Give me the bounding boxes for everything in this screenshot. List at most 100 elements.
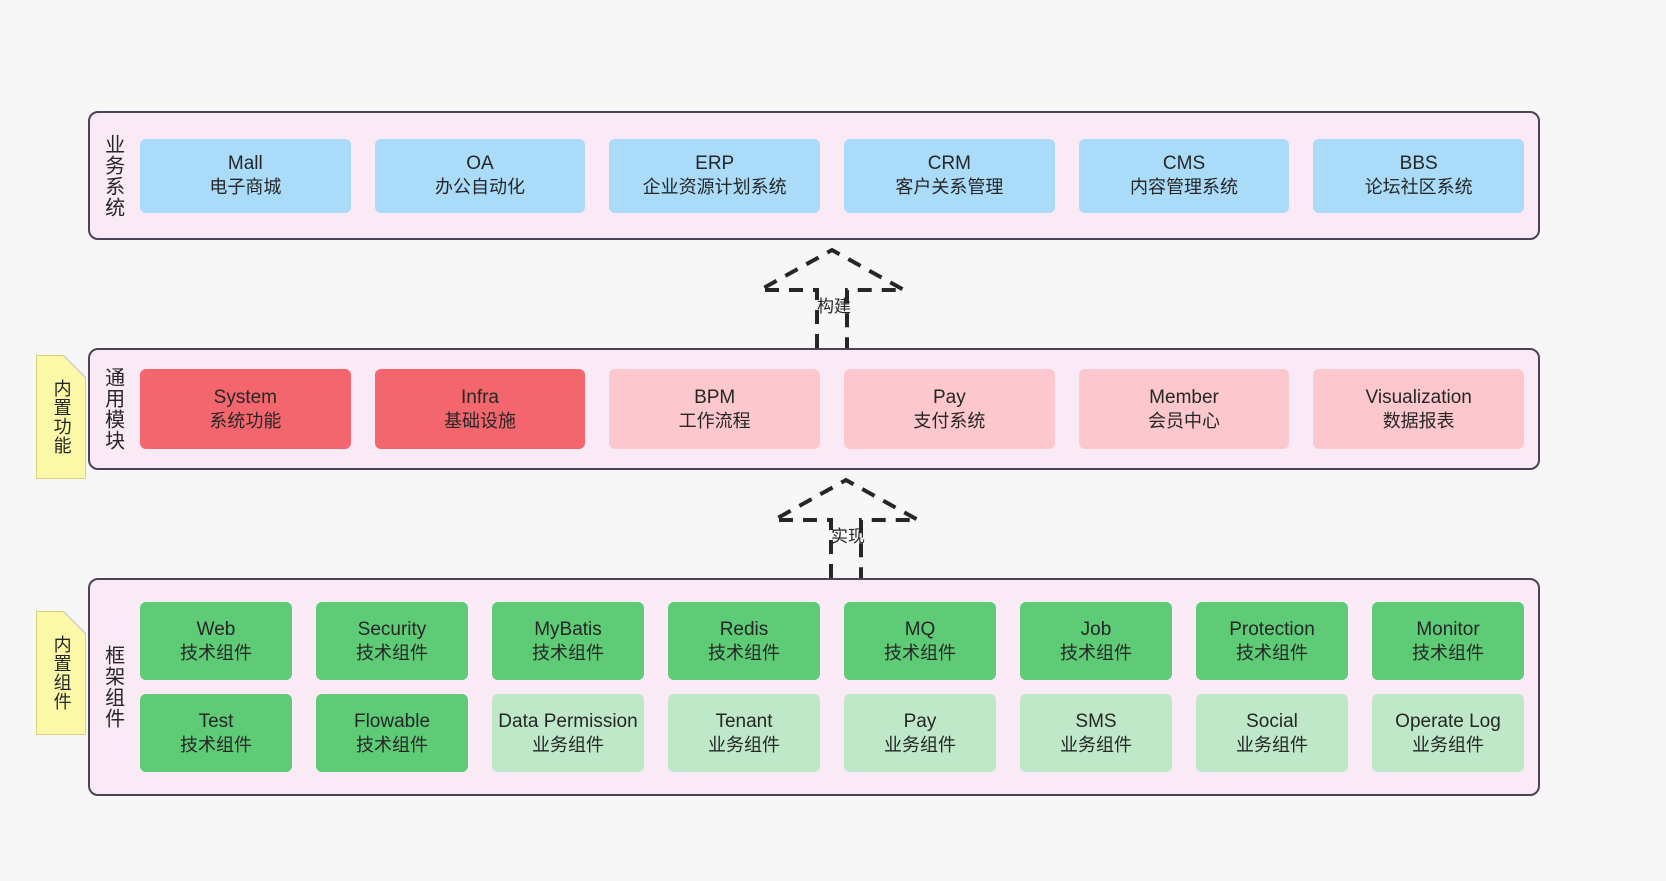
card-protection[interactable]: Protection 技术组件	[1196, 602, 1348, 680]
layer-common-modules: 通用模块 System 系统功能 Infra 基础设施 BPM 工作流程 Pay…	[88, 348, 1540, 470]
card-title-cn: 论坛社区系统	[1364, 177, 1473, 198]
card-pay-business[interactable]: Pay 业务组件	[844, 694, 996, 772]
card-title-cn: 客户关系管理	[895, 177, 1004, 198]
card-bbs[interactable]: BBS 论坛社区系统	[1313, 138, 1525, 213]
card-title-cn: 技术组件	[532, 642, 604, 663]
note-label: 内置功能	[51, 379, 72, 455]
connector-implement-arrow	[766, 477, 926, 578]
card-erp[interactable]: ERP 企业资源计划系统	[609, 138, 821, 213]
card-mybatis[interactable]: MyBatis 技术组件	[492, 602, 644, 680]
card-title-cn: 技术组件	[708, 642, 780, 663]
card-web[interactable]: Web 技术组件	[140, 602, 292, 680]
card-title-cn: 内容管理系统	[1130, 177, 1239, 198]
note-fold-icon	[63, 612, 85, 634]
card-row: Web 技术组件 Security 技术组件 MyBatis 技术组件 Redi…	[140, 602, 1524, 680]
card-title-cn: 业务组件	[1236, 734, 1308, 755]
card-title-en: Data Permission	[498, 710, 638, 732]
card-title-cn: 系统功能	[209, 410, 282, 431]
card-title-en: CRM	[927, 153, 971, 175]
card-title-cn: 企业资源计划系统	[642, 177, 787, 198]
card-title-en: CMS	[1162, 153, 1206, 175]
card-sms[interactable]: SMS 业务组件	[1020, 694, 1172, 772]
note-fold-icon	[63, 356, 85, 378]
card-title-en: BBS	[1399, 153, 1438, 175]
card-title-cn: 数据报表	[1382, 410, 1455, 431]
card-title-en: MQ	[904, 618, 936, 640]
layer-framework-components: 框架组件 Web 技术组件 Security 技术组件 MyBatis 技术组件…	[88, 578, 1540, 796]
connector-build-arrow	[752, 247, 912, 348]
card-oa[interactable]: OA 办公自动化	[374, 138, 586, 213]
card-title-cn: 支付系统	[913, 410, 986, 431]
card-member[interactable]: Member 会员中心	[1078, 369, 1290, 449]
connector-implement-label: 实现	[831, 527, 865, 546]
card-title-en: Monitor	[1416, 618, 1480, 640]
card-title-en: Redis	[719, 618, 769, 640]
card-title-en: Member	[1149, 386, 1219, 408]
card-title-en: Tenant	[715, 710, 773, 732]
card-title-en: Visualization	[1365, 386, 1472, 408]
note-builtin-function: 内置功能	[36, 355, 86, 479]
card-title-en: Infra	[460, 386, 500, 408]
card-title-cn: 业务组件	[884, 734, 956, 755]
card-job[interactable]: Job 技术组件	[1020, 602, 1172, 680]
card-title-cn: 办公自动化	[435, 177, 525, 198]
card-title-cn: 技术组件	[884, 642, 956, 663]
card-infra[interactable]: Infra 基础设施	[374, 369, 586, 449]
card-title-en: BPM	[694, 386, 736, 408]
card-title-cn: 业务组件	[532, 734, 604, 755]
card-title-cn: 业务组件	[708, 734, 780, 755]
card-mall[interactable]: Mall 电子商城	[140, 138, 351, 213]
card-title-cn: 技术组件	[356, 642, 428, 663]
card-title-cn: 技术组件	[1412, 642, 1484, 663]
layer-framework-components-title: 框架组件	[101, 645, 124, 729]
card-title-cn: 基础设施	[444, 410, 516, 431]
card-monitor[interactable]: Monitor 技术组件	[1372, 602, 1524, 680]
card-title-cn: 电子商城	[209, 177, 282, 198]
card-title-en: Protection	[1229, 618, 1315, 640]
card-title-cn: 工作流程	[678, 410, 751, 431]
card-social[interactable]: Social 业务组件	[1196, 694, 1348, 772]
card-title-en: ERP	[695, 153, 735, 175]
card-operate-log[interactable]: Operate Log 业务组件	[1372, 694, 1524, 772]
card-test[interactable]: Test 技术组件	[140, 694, 292, 772]
card-title-en: System	[213, 386, 278, 408]
card-title-en: Security	[357, 618, 427, 640]
card-title-cn: 技术组件	[1060, 642, 1132, 663]
card-title-cn: 技术组件	[1236, 642, 1308, 663]
card-title-cn: 技术组件	[180, 734, 252, 755]
card-row: System 系统功能 Infra 基础设施 BPM 工作流程 Pay 支付系统…	[140, 369, 1525, 449]
card-cms[interactable]: CMS 内容管理系统	[1078, 138, 1290, 213]
layer-common-modules-body: System 系统功能 Infra 基础设施 BPM 工作流程 Pay 支付系统…	[134, 350, 1538, 468]
layer-business-system: 业务系统 Mall 电子商城 OA 办公自动化 ERP 企业资源计划系统 CRM…	[88, 111, 1540, 240]
card-title-en: Pay	[932, 386, 966, 408]
card-title-cn: 技术组件	[180, 642, 252, 663]
layer-common-modules-title: 通用模块	[101, 367, 124, 451]
card-title-en: Mall	[227, 153, 263, 175]
note-label: 内置组件	[51, 635, 72, 711]
card-pay[interactable]: Pay 支付系统	[844, 369, 1055, 449]
card-tenant[interactable]: Tenant 业务组件	[668, 694, 820, 772]
card-data-permission[interactable]: Data Permission 业务组件	[492, 694, 644, 772]
card-row: Test 技术组件 Flowable 技术组件 Data Permission …	[140, 694, 1524, 772]
card-redis[interactable]: Redis 技术组件	[668, 602, 820, 680]
card-title-en: Operate Log	[1395, 710, 1501, 732]
card-bpm[interactable]: BPM 工作流程	[609, 369, 821, 449]
card-title-cn: 会员中心	[1148, 410, 1221, 431]
card-title-en: Test	[198, 710, 234, 732]
card-mq[interactable]: MQ 技术组件	[844, 602, 996, 680]
card-title-en: Flowable	[353, 710, 431, 732]
card-security[interactable]: Security 技术组件	[316, 602, 468, 680]
card-system[interactable]: System 系统功能	[140, 369, 351, 449]
card-title-en: SMS	[1075, 710, 1117, 732]
card-visualization[interactable]: Visualization 数据报表	[1313, 369, 1525, 449]
layer-business-system-body: Mall 电子商城 OA 办公自动化 ERP 企业资源计划系统 CRM 客户关系…	[134, 113, 1538, 238]
connector-build-label: 构建	[817, 297, 851, 316]
card-title-en: MyBatis	[534, 618, 602, 640]
card-title-cn: 技术组件	[356, 734, 428, 755]
card-title-en: Social	[1246, 710, 1298, 732]
note-builtin-component: 内置组件	[36, 611, 86, 735]
card-flowable[interactable]: Flowable 技术组件	[316, 694, 468, 772]
card-title-en: Job	[1080, 618, 1112, 640]
card-crm[interactable]: CRM 客户关系管理	[844, 138, 1055, 213]
